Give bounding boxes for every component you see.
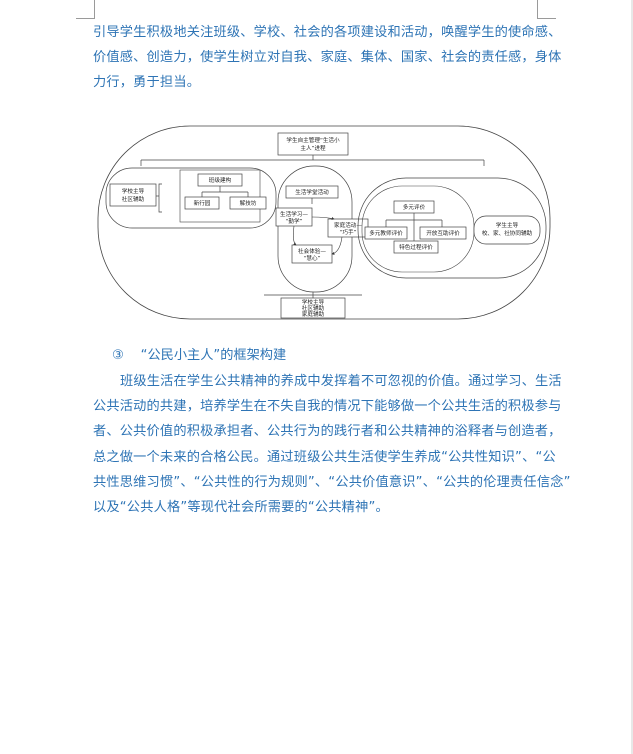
margin-corner-top-left: [76, 0, 95, 19]
c3-line-1: 社会体验—: [298, 247, 326, 255]
org-a-box: [184, 196, 220, 210]
org-a-label: 新行园: [194, 199, 211, 207]
left-outer-box: [109, 183, 157, 207]
paragraph-1: 引导学生积极地关注班级、学校、社会的各项建设和活动，唤醒学生的使命感、 价值感、…: [93, 20, 562, 96]
eval-title: 多元评价: [403, 203, 426, 211]
right-box-line-2: 校、家、社协同辅助: [482, 229, 533, 237]
eval-c-box: [393, 240, 439, 254]
c3-line-2: “慧心”: [304, 254, 321, 262]
paragraph-line: 以及“公共人格”等现代社会所需要的“公共精神”。: [93, 500, 389, 516]
heading-number: ③: [112, 348, 124, 363]
paragraph-2: 班级生活在学生公共精神的养成中发挥着不可忽视的价值。通过学习、生活 公共活动的共…: [93, 369, 571, 520]
outer-frame: [97, 125, 551, 320]
c1-line-2: “勤学”: [286, 217, 303, 225]
top-box-line-1: 学生自主管理“生活小: [286, 136, 340, 144]
paragraph-line: 价值感、创造力，使学生树立对自我、家庭、集体、国家、社会的责任感，身体: [93, 50, 562, 66]
paragraph-line: 者、公共价值的积极承担者、公共行为的践行者和公共精神的浴释者与创造者，: [93, 424, 562, 440]
section-heading: ③ “公民小主人”的框架构建: [112, 345, 286, 367]
eval-b-label: 开放互助评价: [426, 229, 460, 237]
center-title: 生活学堂活动: [295, 188, 329, 196]
heading-text: “公民小主人”的框架构建: [140, 348, 287, 363]
right-group: [357, 177, 547, 279]
paragraph-line: 引导学生积极地关注班级、学校、社会的各项建设和活动，唤醒学生的使命感、: [93, 25, 562, 40]
eval-c-label: 特色过程评价: [399, 243, 433, 251]
top-box-line-2: 主人”进程: [300, 144, 326, 152]
c2-line-2: “巧手”: [340, 228, 357, 236]
right-box: [473, 215, 541, 245]
paragraph-line: 力行，勇于担当。: [93, 75, 201, 91]
org-b-box: [229, 196, 267, 210]
org-b-label: 解技坊: [240, 199, 257, 207]
bottom-box: [280, 297, 346, 319]
c1-line-1: 生活学习—: [280, 210, 308, 218]
bottom-box-line-3: 家庭辅助: [302, 310, 325, 318]
left-group: [105, 167, 277, 229]
paragraph-line: 公共活动的共建，培养学生在不失自我的情况下能够做一个公共生活的积极参与: [93, 399, 562, 415]
paragraph-line: 共性思维习惯”、“公共性的行为规则”、“公共价值意识”、“公共的伦理责任信念”: [93, 474, 571, 490]
bottom-box-line-2: 社区辅助: [302, 304, 325, 312]
eval-a-label: 多元教师评价: [369, 229, 403, 237]
page-edge: [631, 0, 633, 754]
margin-corner-top-right: [537, 0, 556, 19]
paragraph-line: 班级生活在学生公共精神的养成中发挥着不可忽视的价值。通过学习、生活: [120, 374, 562, 389]
bottom-box-line-1: 学校主导: [302, 298, 325, 306]
eval-a-box: [364, 226, 408, 240]
right-box-line-1: 学生主导: [496, 221, 519, 229]
paragraph-line: 总之做一个未来的合格公民。通过班级公共生活使学生养成“公共性知识”、“公: [93, 449, 556, 465]
left-outer-line-1: 学校主导: [122, 187, 145, 195]
org-label: 班级建构: [209, 176, 232, 184]
c2-line-1: 家庭活动—: [334, 221, 362, 229]
left-outer-line-2: 社区辅助: [122, 195, 145, 203]
eval-b-box: [419, 226, 467, 240]
framework-diagram: 学生自主管理“生活小 主人”进程 学校主导 社区辅助 班级建构 新行园 解技坊 …: [97, 125, 551, 320]
